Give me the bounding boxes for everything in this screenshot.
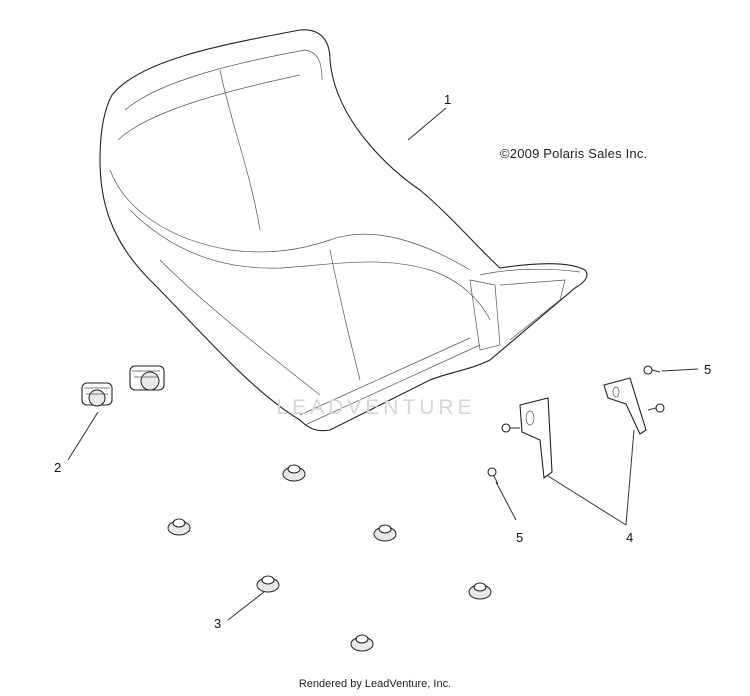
callout-2: 2: [54, 460, 62, 475]
grommet: [373, 524, 397, 542]
grommet: [167, 518, 191, 536]
grommet: [468, 582, 492, 600]
callout-3: 3: [214, 616, 222, 631]
bracket-right: [603, 377, 647, 435]
leader-line-5-right: [661, 368, 699, 372]
grommet: [282, 464, 306, 482]
leader-line-2: [67, 411, 99, 461]
bolt: [501, 423, 520, 433]
bolt: [487, 467, 499, 485]
leader-line-4: [547, 429, 635, 526]
grommets: [167, 464, 492, 652]
callout-4: 4: [626, 530, 634, 545]
bracket-left: [519, 397, 553, 480]
leader-line-1: [407, 107, 447, 141]
bolt: [643, 365, 661, 375]
copyright-notice: ©2009 Polaris Sales Inc.: [500, 146, 648, 161]
callout-5-right: 5: [704, 362, 712, 377]
leader-line-5-left: [495, 481, 517, 521]
seat: [99, 29, 588, 432]
callout-1: 1: [444, 92, 452, 107]
grommet: [350, 634, 374, 652]
bolt: [647, 403, 665, 413]
callout-5-left: 5: [516, 530, 524, 545]
grommet: [256, 575, 280, 593]
latch-left: [81, 382, 113, 407]
footer-credit: Rendered by LeadVenture, Inc.: [298, 678, 452, 690]
watermark-text: LEADVENTURE: [276, 396, 476, 419]
leader-line-3: [227, 591, 265, 621]
latch-right: [129, 365, 165, 391]
